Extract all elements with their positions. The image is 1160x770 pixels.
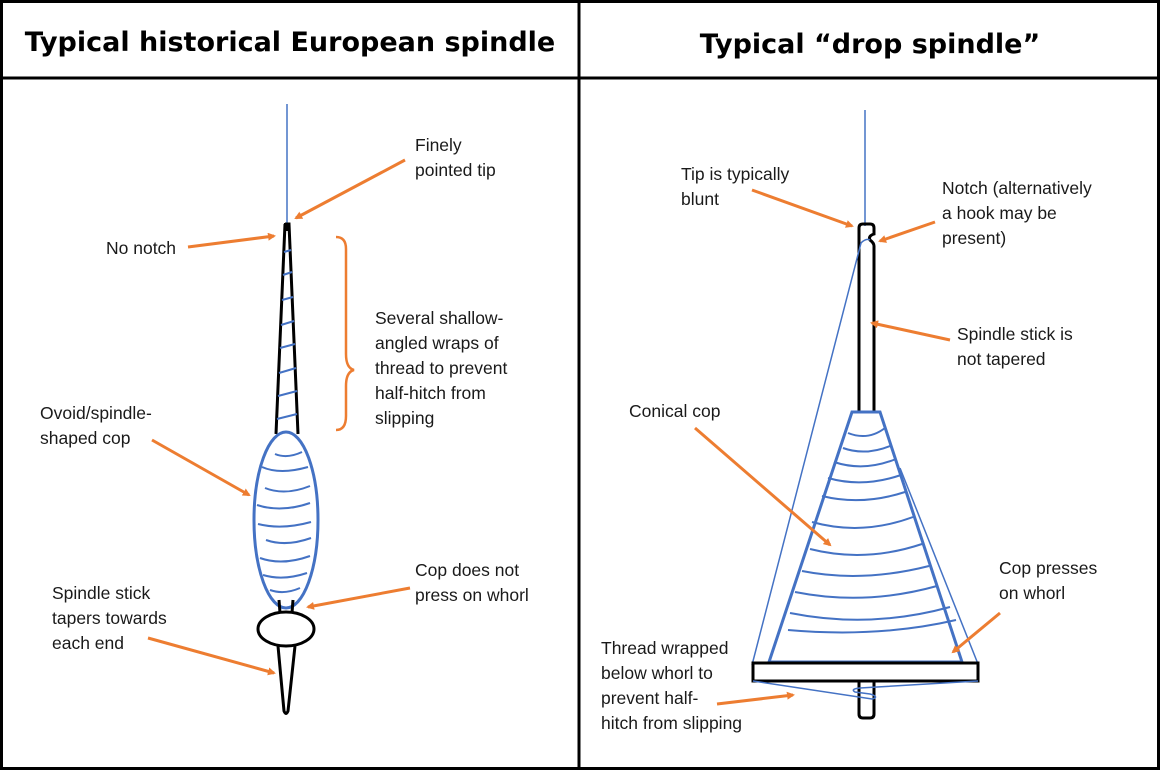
spindle-stick-lower [276, 645, 297, 715]
european-spindle [252, 104, 355, 715]
spindle-stick-lower [857, 682, 876, 720]
stick-wraps [276, 249, 298, 420]
left-arrows [147, 158, 411, 676]
label-no-notch: No notch [106, 238, 176, 258]
spindle-stick [857, 222, 876, 412]
whorl [256, 610, 316, 648]
left-header: Typical historical European spindle [25, 27, 556, 58]
thread-below-whorl [752, 680, 979, 700]
label-conical-cop: Conical cop [629, 401, 720, 421]
drop-spindle [751, 110, 980, 720]
right-header: Typical “drop spindle” [700, 29, 1040, 60]
spindle-stick-upper [274, 222, 300, 435]
brace [335, 235, 355, 432]
thread-right [899, 467, 979, 665]
ovoid-cop [252, 430, 320, 610]
cop-wraps [256, 451, 312, 594]
label-ovoid-cop: Ovoid/spindle-shaped cop [40, 403, 152, 448]
whorl [751, 661, 980, 683]
cop-wraps [787, 427, 957, 634]
thread-left [751, 238, 871, 666]
right-arrows [694, 188, 1001, 706]
spindle-tip [284, 223, 290, 231]
